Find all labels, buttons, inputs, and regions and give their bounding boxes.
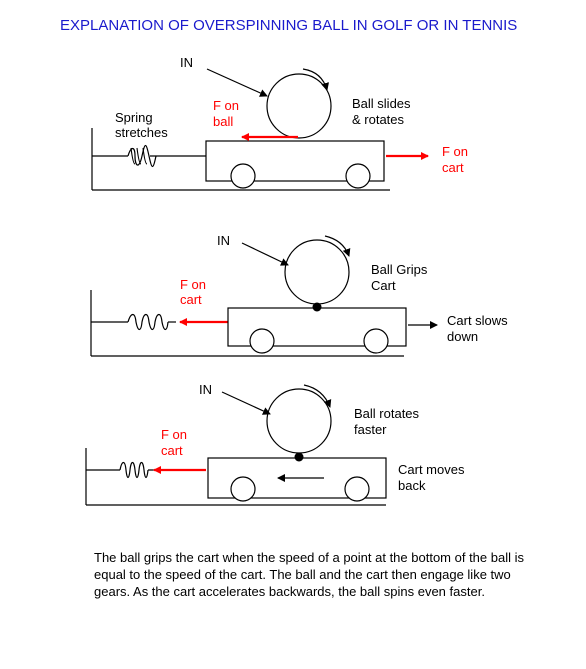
- rotation-arrow: [302, 68, 329, 91]
- ball: [284, 239, 350, 305]
- contact-point: [312, 302, 322, 312]
- ball: [266, 73, 332, 139]
- ball-label-line1: Ball rotates: [354, 406, 420, 421]
- contact-point: [294, 452, 304, 462]
- f-on-cart-label-line1: F on: [180, 277, 206, 292]
- panel-1-ball-slides: IN F on ball Spring stretches Ball slide…: [91, 55, 468, 191]
- explanation-caption: The ball grips the cart when the speed o…: [94, 550, 524, 599]
- incoming-arrow: [221, 391, 271, 415]
- wheel: [230, 163, 256, 189]
- spring: [127, 313, 169, 331]
- ball-label-line2: faster: [354, 422, 387, 437]
- ball-label-line2: Cart: [371, 278, 396, 293]
- cart: [205, 140, 385, 182]
- spring: [127, 144, 157, 168]
- f-on-cart-label-line2: cart: [161, 443, 183, 458]
- cart-label-line1: Cart moves: [398, 462, 465, 477]
- incoming-arrow: [241, 242, 289, 266]
- f-on-ball-label-line2: ball: [213, 114, 233, 129]
- wheel: [344, 476, 370, 502]
- cart-label-line2: back: [398, 478, 426, 493]
- rotation-arrow: [303, 384, 332, 408]
- f-on-cart-label-line1: F on: [161, 427, 187, 442]
- panel-3-ball-rotates-faster: IN F on cart Ball rotates faster Cart mo…: [85, 382, 465, 506]
- f-on-cart-label-line2: cart: [180, 292, 202, 307]
- in-label: IN: [217, 233, 230, 248]
- wheel: [363, 328, 389, 354]
- f-on-cart-label-line2: cart: [442, 160, 464, 175]
- wheel: [249, 328, 275, 354]
- ball-label-line1: Ball Grips: [371, 262, 428, 277]
- cart-label-line2: down: [447, 329, 478, 344]
- spring-label-line1: Spring: [115, 110, 153, 125]
- cart-label-line1: Cart slows: [447, 313, 508, 328]
- f-on-cart-label-line1: F on: [442, 144, 468, 159]
- spring-label-line2: stretches: [115, 125, 168, 140]
- ball-label-line2: & rotates: [352, 112, 405, 127]
- incoming-arrow: [206, 68, 268, 97]
- ball: [266, 388, 332, 454]
- in-label: IN: [180, 55, 193, 70]
- panel-2-ball-grips: IN F on cart Ball Grips Cart Cart slows …: [90, 233, 508, 357]
- page-title: EXPLANATION OF OVERSPINNING BALL IN GOLF…: [60, 17, 517, 34]
- in-label: IN: [199, 382, 212, 397]
- f-on-ball-label-line1: F on: [213, 98, 239, 113]
- wheel: [230, 476, 256, 502]
- wheel: [345, 163, 371, 189]
- rotation-arrow: [324, 235, 351, 257]
- spring: [119, 461, 149, 479]
- ball-label-line1: Ball slides: [352, 96, 411, 111]
